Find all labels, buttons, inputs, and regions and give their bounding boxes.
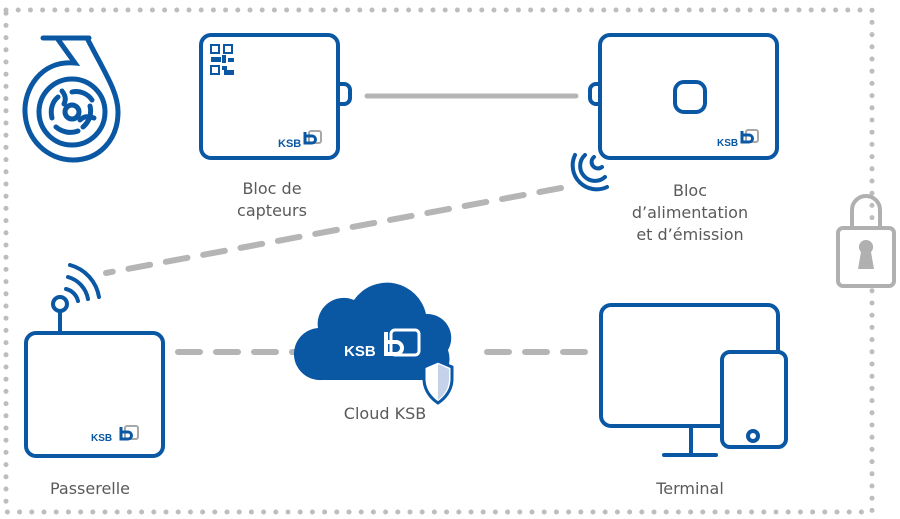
qr-code-icon: [210, 44, 234, 75]
shield-icon: [422, 359, 454, 405]
power-block[interactable]: KSB: [570, 33, 779, 192]
svg-text:KSB: KSB: [344, 343, 376, 360]
svg-text:KSB: KSB: [717, 138, 738, 149]
svg-text:KSB: KSB: [278, 138, 301, 150]
power-block-label-line3: et d’émission: [636, 225, 744, 244]
sensor-block-label-line1: Bloc de: [242, 179, 302, 198]
gateway[interactable]: KSB: [24, 263, 165, 458]
wireless-signal-icon: [570, 153, 609, 192]
antenna-wifi-icon: [51, 263, 101, 313]
sensor-block[interactable]: KSB: [199, 33, 352, 160]
ksb-logo: KSB: [344, 328, 421, 360]
ksb-logo: KSB: [278, 130, 322, 150]
ksb-logo: KSB: [91, 425, 139, 444]
pump-impeller-icon: [22, 35, 121, 163]
terminal-label: Terminal: [656, 479, 724, 498]
ksb-logo: KSB: [717, 129, 759, 149]
padlock-icon: [836, 194, 896, 288]
gateway-label: Passerelle: [49, 479, 131, 498]
power-block-label: Bloc d’alimentation et d’émission: [615, 180, 765, 246]
cloud-label: Cloud KSB: [343, 404, 427, 423]
monitor-tablet-icon[interactable]: [599, 303, 788, 457]
power-block-label-line2: d’alimentation: [631, 203, 749, 222]
button-icon: [673, 80, 707, 114]
sensor-block-label-line2: capteurs: [237, 201, 307, 220]
cloud[interactable]: KSB: [293, 282, 454, 405]
power-block-label-line1: Bloc: [672, 181, 707, 200]
connector-power-gateway: [103, 185, 564, 276]
svg-text:KSB: KSB: [91, 433, 112, 444]
sensor-block-label: Bloc de capteurs: [222, 178, 322, 222]
